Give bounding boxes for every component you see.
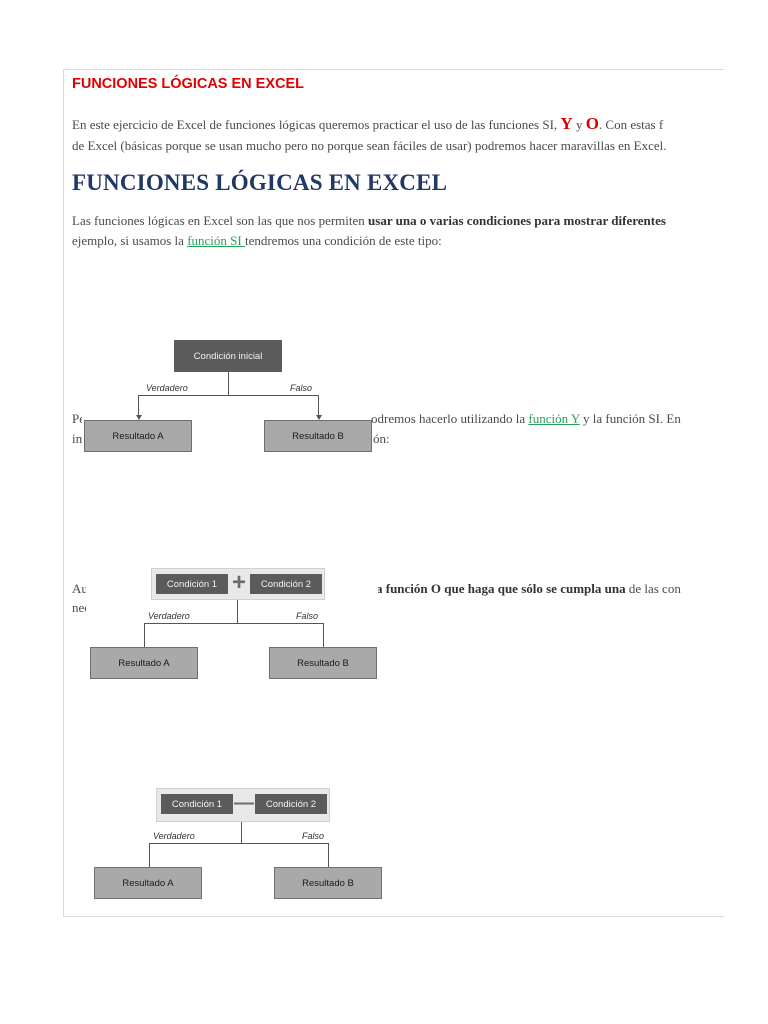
- arrow-down-icon: [136, 415, 142, 420]
- diagram-y-condition-1: Condición 1: [156, 574, 228, 594]
- connector-line: [241, 822, 242, 844]
- link-funcion-si[interactable]: función SI: [187, 233, 245, 248]
- diagram-y-condition-2: Condición 2: [250, 574, 322, 594]
- connector-line: [144, 623, 145, 647]
- para3-line-1-left: Au: [72, 581, 88, 596]
- diagram-si-true-label: Verdadero: [146, 383, 188, 393]
- arrow-down-icon: [316, 415, 322, 420]
- para1-line2-after: tendremos una condición de este tipo:: [244, 233, 442, 248]
- para3-text-after: de las con: [625, 581, 681, 596]
- para1-bold-text: usar una o varias condiciones para mostr…: [368, 213, 666, 228]
- para1-line2-text: ejemplo, si usamos la: [72, 233, 188, 248]
- connector-line: [323, 623, 324, 647]
- diagram-o-condition-2: Condición 2: [255, 794, 327, 814]
- connector-line: [228, 372, 229, 396]
- diagram-si-result-a: Resultado A: [84, 420, 192, 452]
- diagram-o-result-a: Resultado A: [94, 867, 202, 899]
- connector-line: [149, 843, 329, 844]
- para2-line-1-left: Pe: [72, 411, 85, 426]
- link-funcion-y[interactable]: función Y: [528, 411, 580, 426]
- connector-line: [328, 843, 329, 867]
- document-page: FUNCIONES LÓGICAS EN EXCEL En este ejerc…: [63, 69, 724, 917]
- para3-line-1-right: a función O que haga que sólo se cumpla …: [376, 581, 681, 597]
- para3-line-2-left: nec: [72, 600, 91, 615]
- connector-line: [237, 600, 238, 624]
- diagram-y-result-a: Resultado A: [90, 647, 198, 679]
- para3-bold-text: a función O que haga que sólo se cumpla …: [376, 581, 626, 596]
- page-header-title: FUNCIONES LÓGICAS EN EXCEL: [72, 76, 305, 92]
- intro-and-word: y: [575, 117, 583, 132]
- connector-line: [144, 623, 324, 624]
- main-heading: FUNCIONES LÓGICAS EN EXCEL: [72, 170, 448, 195]
- diagram-si-false-label: Falso: [290, 383, 313, 393]
- connector-line: [149, 843, 150, 867]
- para2-line-2-right: ón:: [373, 431, 390, 446]
- diagram-o-false-label: Falso: [302, 831, 325, 841]
- intro-text-after: . Con estas f: [598, 117, 664, 132]
- diagram-y-result-b: Resultado B: [269, 647, 377, 679]
- diagram-si-result-b: Resultado B: [264, 420, 372, 452]
- intro-o-letter: O: [585, 114, 599, 133]
- intro-line-2: de Excel (básicas porque se usan mucho p…: [72, 138, 667, 153]
- para2-text-after: y la función SI. En: [579, 411, 681, 426]
- diagram-o-result-b: Resultado B: [274, 867, 382, 899]
- diagram-y-true-label: Verdadero: [148, 611, 190, 621]
- para1-line-1: Las funciones lógicas en Excel son las q…: [72, 213, 666, 229]
- para1-text: Las funciones lógicas en Excel son las q…: [72, 213, 369, 228]
- para2-text: odremos hacerlo utilizando la: [371, 411, 529, 426]
- diagram-o-true-label: Verdadero: [153, 831, 195, 841]
- minus-icon: —: [234, 792, 254, 814]
- intro-y-letter: Y: [560, 114, 573, 133]
- intro-text-before: En este ejercicio de Excel de funciones …: [72, 117, 558, 132]
- diagram-o-condition-1: Condición 1: [161, 794, 233, 814]
- intro-line-1: En este ejercicio de Excel de funciones …: [72, 114, 663, 134]
- diagram-y-false-label: Falso: [296, 611, 319, 621]
- para2-line-1-right: odremos hacerlo utilizando la función Y …: [371, 411, 681, 427]
- connector-line: [138, 395, 319, 396]
- connector-line: [138, 395, 139, 417]
- para1-line-2: ejemplo, si usamos la función SI tendrem…: [72, 233, 442, 249]
- plus-icon: +: [231, 569, 246, 596]
- connector-line: [318, 395, 319, 417]
- diagram-si-condition-box: Condición inicial: [174, 340, 282, 372]
